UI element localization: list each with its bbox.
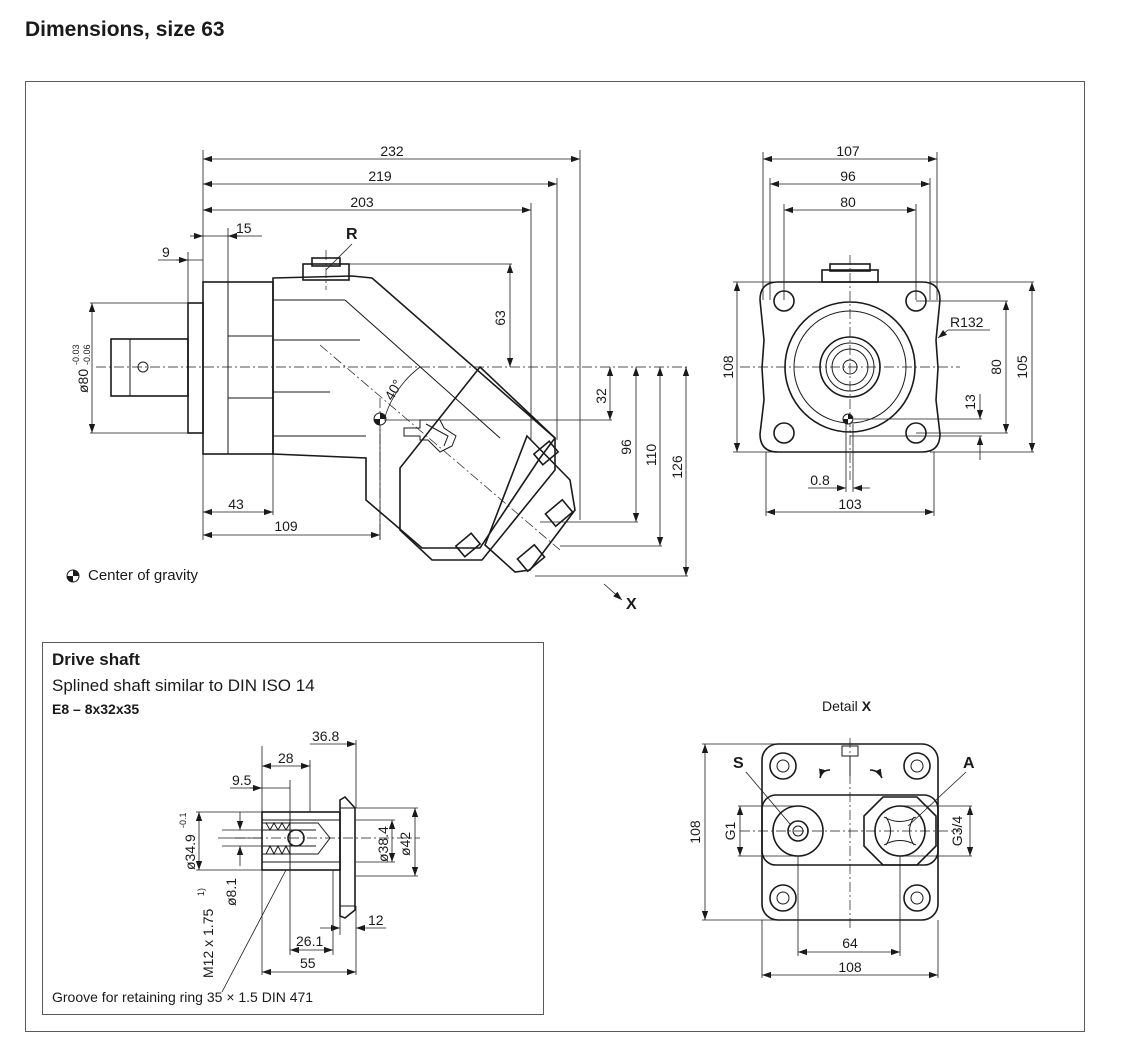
dim-r132: R132 xyxy=(950,314,984,330)
dim-232: 232 xyxy=(380,143,404,159)
detail-label-letter: X xyxy=(861,698,872,714)
port-r-label: R xyxy=(346,226,358,243)
dim-110: 110 xyxy=(643,444,659,467)
dim-219: 219 xyxy=(368,168,392,184)
center-of-gravity-icon xyxy=(66,569,80,582)
dim-34-9: ø34.9 xyxy=(182,834,198,870)
dim-126: 126 xyxy=(669,455,685,479)
dim-109: 109 xyxy=(274,518,298,534)
view-x-label: X xyxy=(626,596,637,613)
dim-32: 32 xyxy=(593,388,609,404)
dim-26-1: 26.1 xyxy=(296,933,323,949)
dim-9: 9 xyxy=(162,244,170,260)
dim-80w: 80 xyxy=(840,194,856,210)
dim-203: 203 xyxy=(350,194,374,210)
page-title: Dimensions, size 63 xyxy=(25,18,225,41)
center-of-gravity-icon xyxy=(842,413,854,425)
drive-shaft-code: E8 – 8x32x35 xyxy=(52,701,140,717)
dim-shaft-diameter: ø80 xyxy=(75,369,91,393)
dim-08: 0.8 xyxy=(810,472,830,488)
dim-m12: M12 x 1.75 xyxy=(200,909,216,978)
dim-m12-note: 1) xyxy=(196,888,206,896)
detail-x-view: S A G1 G3/4 108 64 108 xyxy=(687,738,975,979)
dim-103: 103 xyxy=(838,496,862,512)
dim-28: 28 xyxy=(278,750,294,766)
dim-64: 64 xyxy=(842,935,858,951)
groove-note: Groove for retaining ring 35 × 1.5 DIN 4… xyxy=(52,989,314,1005)
dim-107: 107 xyxy=(836,143,860,159)
front-view: 107 96 80 108 R132 80 105 13 0.8 xyxy=(720,143,1036,516)
port-a-label: A xyxy=(963,755,975,772)
dim-shaft-tol-lower: -0.06 xyxy=(82,344,92,365)
drawing-frame xyxy=(25,81,1085,1032)
dim-55: 55 xyxy=(300,955,316,971)
dim-96: 96 xyxy=(618,439,634,455)
detail-x-label: Detail X xyxy=(822,698,871,714)
detail-label-prefix: Detail xyxy=(822,698,858,714)
dim-105: 105 xyxy=(1014,355,1030,379)
dim-g1: G1 xyxy=(722,821,738,840)
drive-shaft-drawing: 36.8 28 9.5 ø34.9 -0.1 ø8.1 M12 x 1.75 1… xyxy=(178,728,420,993)
port-s-label: S xyxy=(733,755,744,772)
dim-8-1: ø8.1 xyxy=(223,878,239,906)
side-view: 40° 232 219 203 15 9 R 63 xyxy=(71,143,690,613)
dim-108h: 108 xyxy=(687,820,703,844)
dim-42: ø42 xyxy=(397,832,413,856)
drive-shaft-subtitle: Splined shaft similar to DIN ISO 14 xyxy=(52,676,315,695)
dim-43: 43 xyxy=(228,496,244,512)
legend: Center of gravity xyxy=(66,567,198,584)
dim-36-8: 36.8 xyxy=(312,728,339,744)
dim-80h: 80 xyxy=(988,359,1004,375)
dim-shaft-tol-upper: -0.03 xyxy=(71,344,81,365)
center-of-gravity-icon xyxy=(373,412,387,426)
dim-108w: 108 xyxy=(838,959,862,975)
dim-38-4: ø38.4 xyxy=(375,826,391,862)
legend-label: Center of gravity xyxy=(88,567,199,584)
dim-15: 15 xyxy=(236,220,252,236)
dim-63: 63 xyxy=(492,310,508,326)
drive-shaft-title: Drive shaft xyxy=(52,650,140,669)
drive-shaft-box: Drive shaft Splined shaft similar to DIN… xyxy=(42,642,544,1015)
dim-34-9-tol: -0.1 xyxy=(178,812,188,828)
dim-angle: 40° xyxy=(381,377,405,403)
dim-9-5: 9.5 xyxy=(232,772,252,788)
dim-108: 108 xyxy=(720,355,736,379)
dim-12: 12 xyxy=(368,912,384,928)
dim-96w: 96 xyxy=(840,168,856,184)
dim-13: 13 xyxy=(962,394,978,410)
dim-g34: G3/4 xyxy=(949,816,965,847)
